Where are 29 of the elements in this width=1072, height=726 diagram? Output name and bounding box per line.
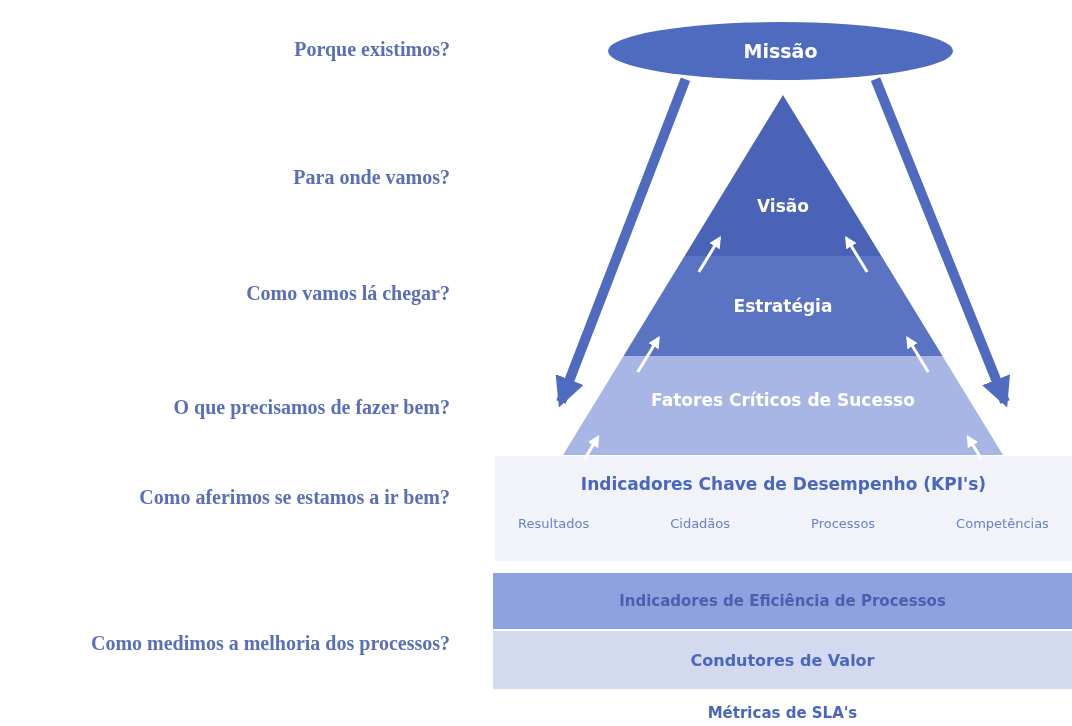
arrow <box>636 335 660 373</box>
node-label: Fatores Críticos de Sucesso <box>651 389 915 412</box>
node-label: Missão <box>743 40 818 62</box>
arrow <box>870 77 1010 408</box>
node-label: Visão <box>757 195 809 216</box>
node-label: Indicadores de Eficiência de Processos <box>619 592 946 610</box>
category-label: Competências <box>956 516 1049 531</box>
question-text: Como aferimos se estamos a ir bem? <box>138 485 450 510</box>
value-band <box>493 631 1072 689</box>
question-text: Como vamos lá chegar? <box>245 281 450 306</box>
node-label: Estratégia <box>733 296 833 316</box>
arrow <box>555 77 691 408</box>
process-band <box>493 573 1072 629</box>
arrow <box>697 235 721 273</box>
category-label: Processos <box>811 516 876 531</box>
arrow <box>966 434 983 460</box>
kpi-panel <box>495 456 1072 561</box>
arrow <box>583 434 600 460</box>
category-label: Resultados <box>518 516 590 531</box>
arrow <box>845 235 869 273</box>
arrow <box>906 335 930 373</box>
category-label: Cidadãos <box>670 516 731 531</box>
question-text: Para onde vamos? <box>292 165 450 190</box>
question-text: Como medimos a melhoria dos processos? <box>90 631 450 656</box>
node-label: Métricas de SLA's <box>707 704 858 722</box>
node-label: Indicadores Chave de Desempenho (KPI's) <box>580 474 987 494</box>
question-text: O que precisamos de fazer bem? <box>172 395 450 420</box>
question-text: Porque existimos? <box>293 37 450 62</box>
node-label: Condutores de Valor <box>690 650 875 670</box>
